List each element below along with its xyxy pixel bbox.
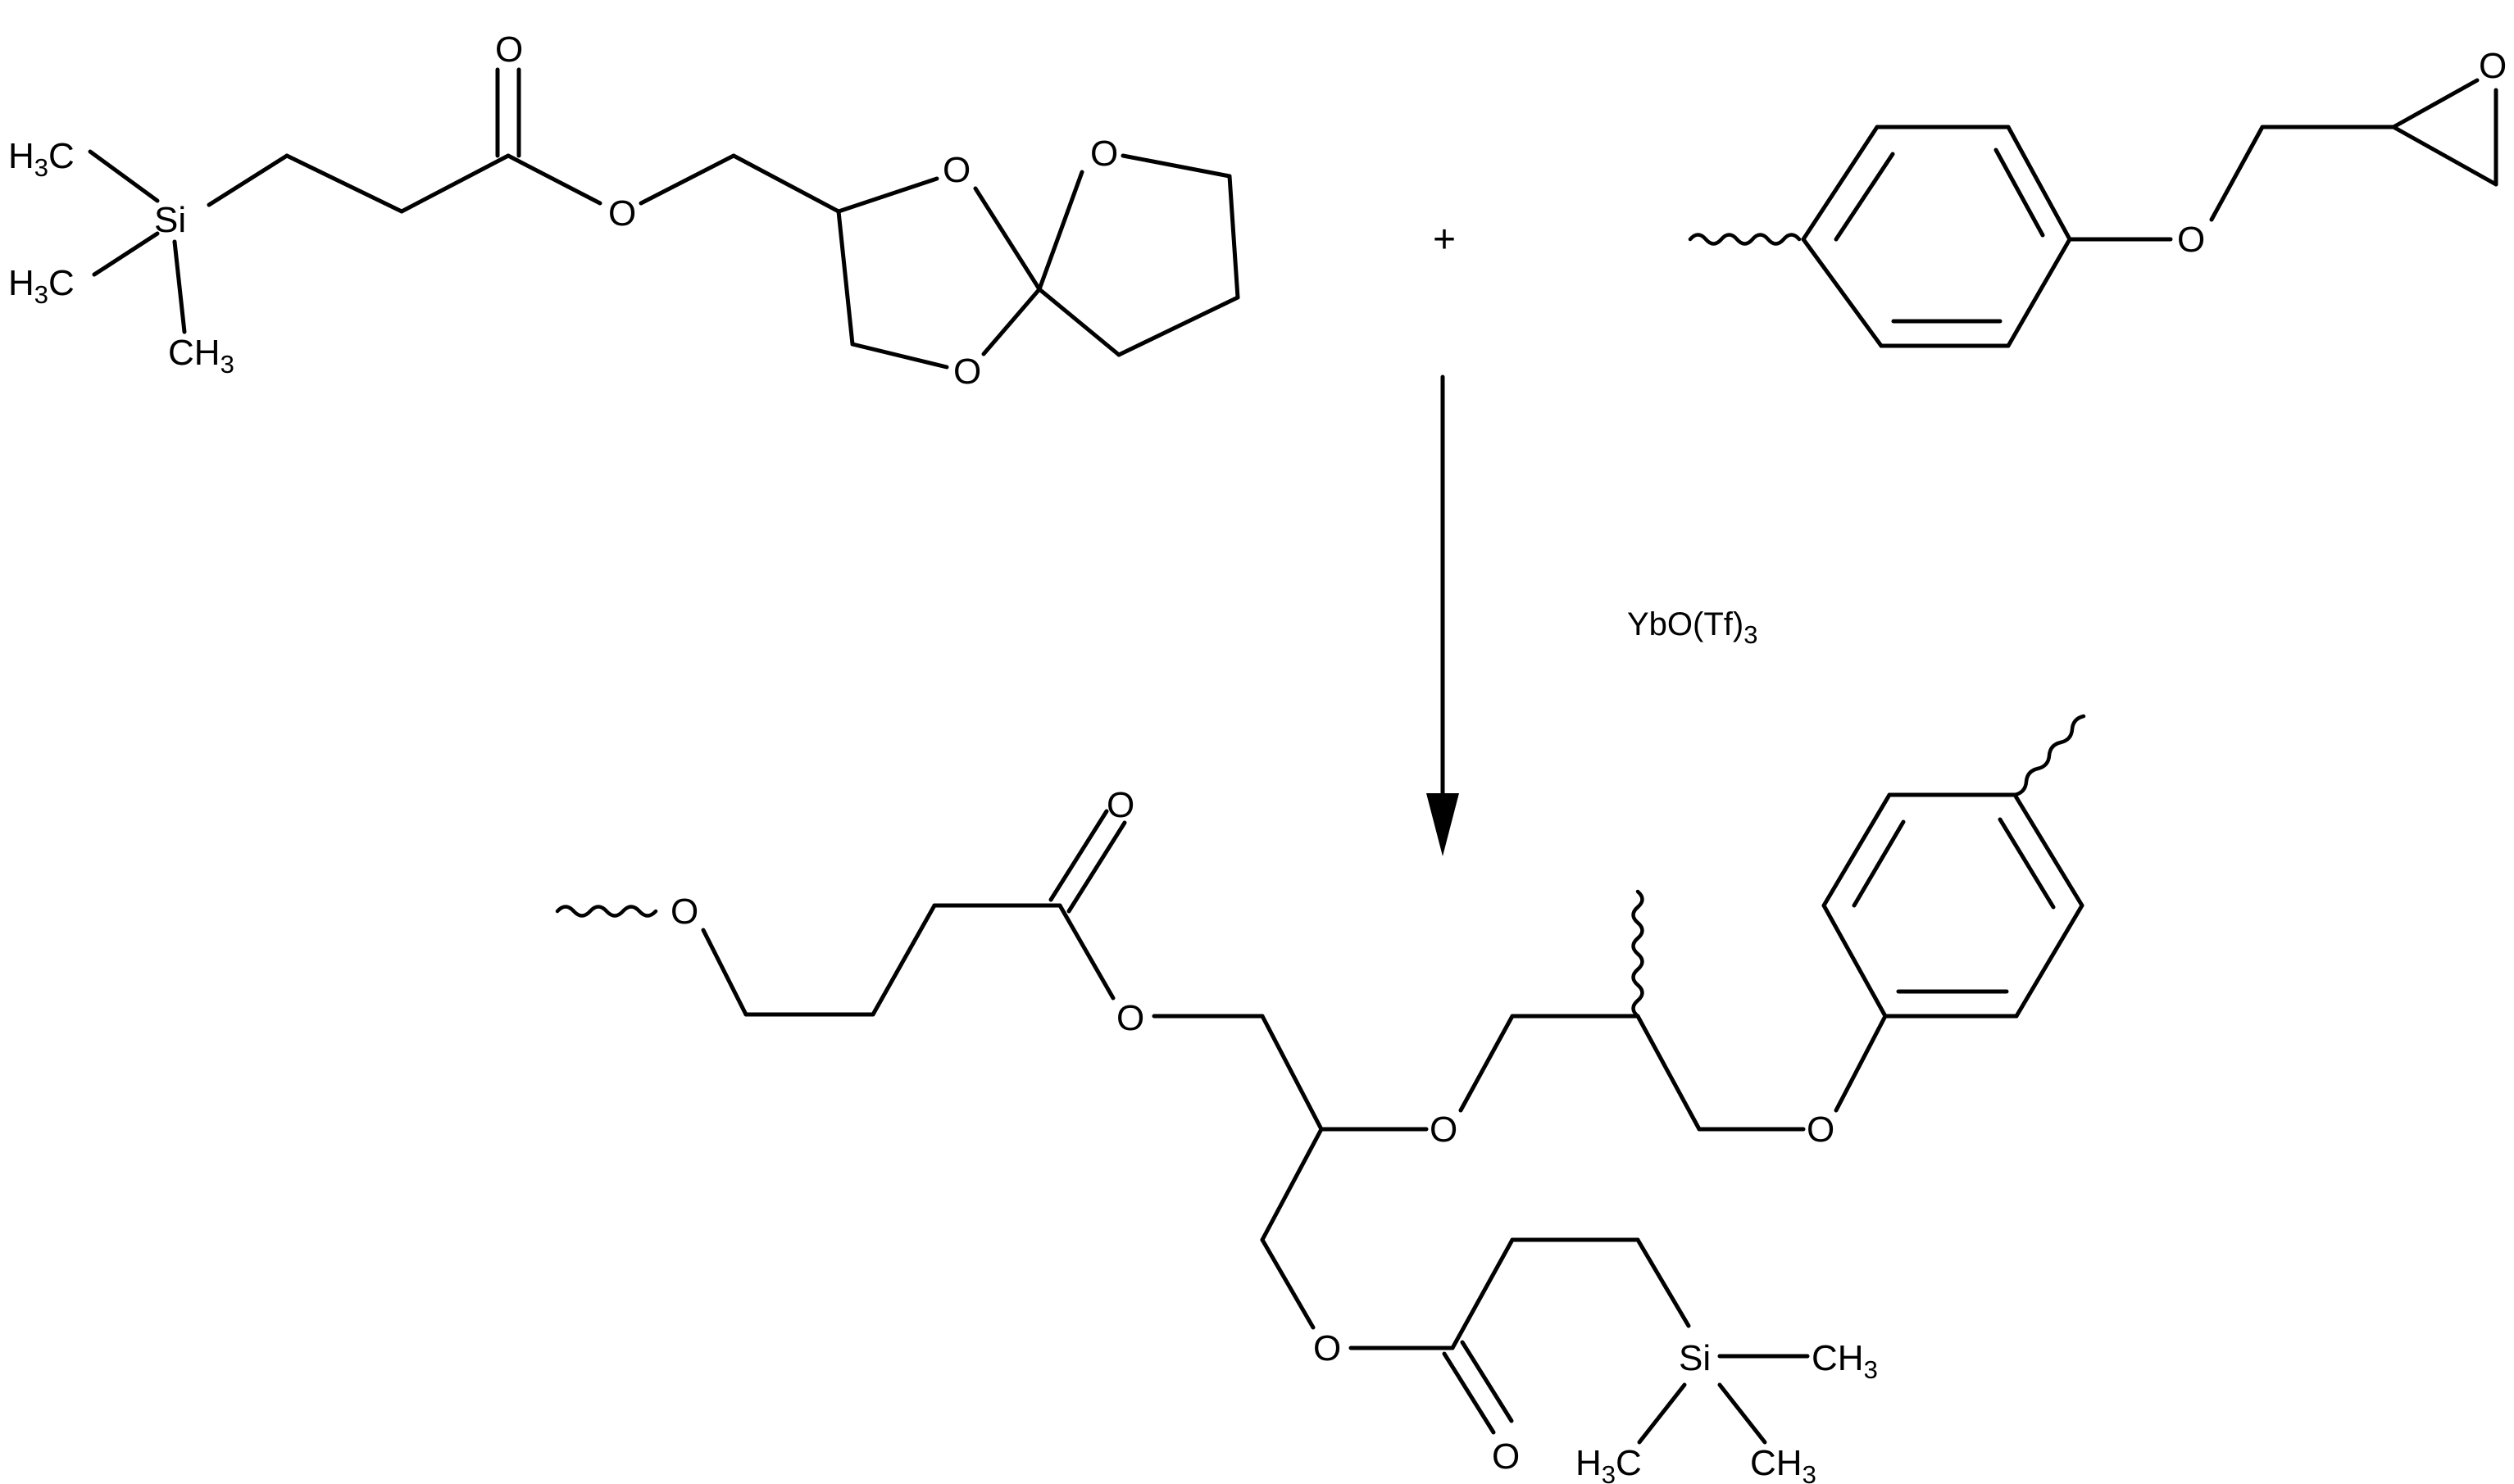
product-structure	[555, 714, 2086, 1445]
reactant-1-structure	[88, 67, 1240, 370]
product-labels: O O O O O O O Si CH3 H3C CH3	[671, 785, 1878, 1484]
oxygen-atom-label: O	[2177, 220, 2205, 260]
wavy-bond	[555, 905, 658, 918]
oxygen-atom-label: O	[1116, 998, 1144, 1038]
plus-sign: +	[1433, 218, 1456, 261]
oxygen-atom-label: O	[495, 29, 523, 70]
oxygen-atom-label: O	[953, 352, 981, 392]
ch3-label: CH3	[168, 333, 234, 379]
reactant-1-labels: H3C H3C CH3 Si O O O O O	[8, 29, 1118, 392]
catalyst-label: YbO(Tf)3	[1627, 606, 1757, 649]
silicon-atom-label: Si	[154, 200, 186, 240]
wavy-bond	[1688, 233, 1802, 246]
h3c-label: H3C	[8, 136, 75, 182]
oxygen-atom-label: O	[1313, 1328, 1341, 1368]
ch3-label: CH3	[1750, 1443, 1816, 1484]
wavy-bond	[2012, 714, 2086, 797]
wavy-bond	[1631, 889, 1644, 1019]
silicon-atom-label: Si	[1679, 1338, 1711, 1378]
h3c-label: H3C	[1575, 1443, 1642, 1484]
oxygen-atom-label: O	[1090, 134, 1118, 174]
oxygen-atom-label: O	[671, 892, 698, 932]
oxygen-atom-label: O	[1107, 785, 1134, 825]
oxygen-atom-label: O	[1430, 1110, 1457, 1150]
oxygen-atom-label: O	[2479, 46, 2507, 86]
ch3-label: CH3	[1812, 1338, 1878, 1384]
reactant-2-labels: O O	[2177, 46, 2507, 260]
oxygen-atom-label: O	[1492, 1436, 1520, 1477]
oxygen-atom-label: O	[1807, 1110, 1834, 1150]
h3c-label: H3C	[8, 263, 75, 309]
reaction-arrow	[1426, 374, 1459, 856]
oxygen-atom-label: O	[608, 193, 636, 234]
oxygen-atom-label: O	[943, 150, 971, 190]
reactant-2-structure	[1688, 78, 2498, 348]
